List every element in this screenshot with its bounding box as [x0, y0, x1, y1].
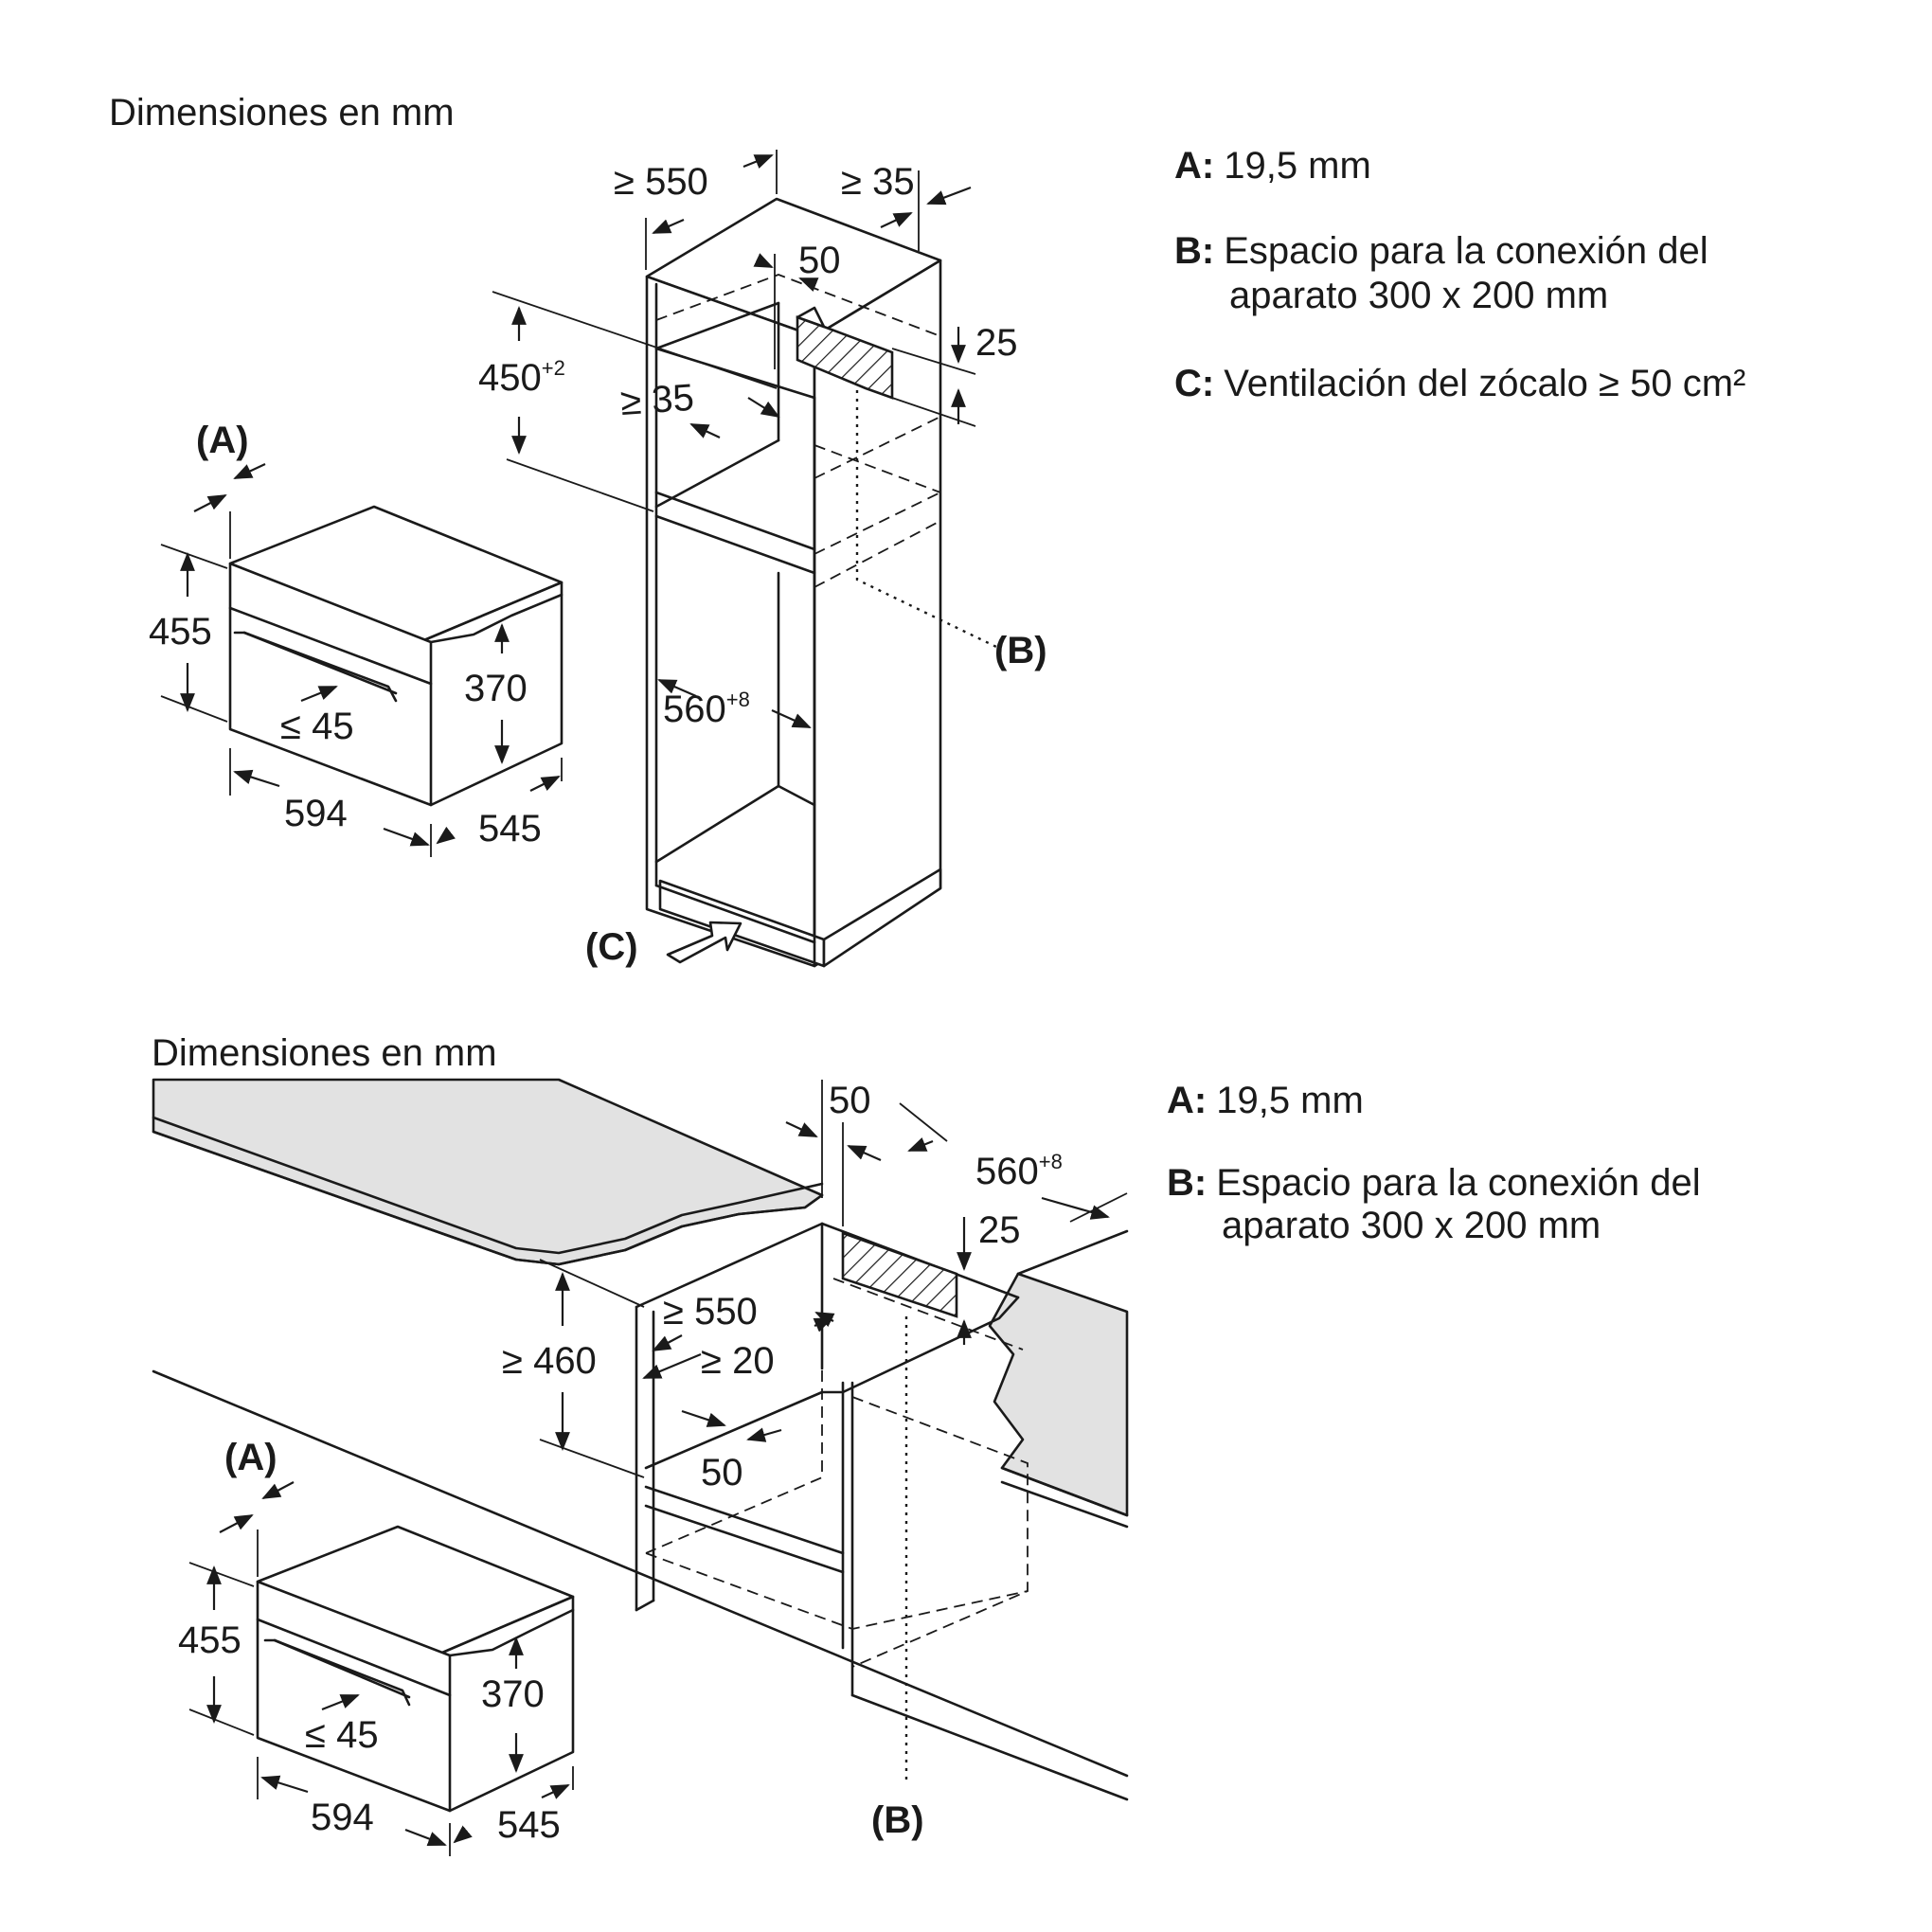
dim-455-top: 455 [149, 611, 212, 653]
dim-50-bottom-low: 50 [701, 1452, 743, 1494]
top-dimension-lines [492, 150, 976, 729]
dim-594-top: 594 [284, 793, 348, 834]
top-section: Dimensiones en mm [109, 92, 1745, 968]
label-c: (C) [585, 926, 638, 968]
dim-370-bottom: 370 [481, 1673, 545, 1715]
dim-545-bottom: 545 [497, 1804, 561, 1846]
legend-top-a: A:19,5 mm [1174, 145, 1371, 187]
legend-bottom-b: B:Espacio para la conexión del [1167, 1162, 1701, 1204]
dim-560: 560+8 [663, 688, 750, 730]
countertop [152, 1078, 1129, 1778]
legend-bottom-b-line2: aparato 300 x 200 mm [1222, 1205, 1601, 1246]
dim-545-top: 545 [478, 808, 542, 850]
label-b-top: (B) [994, 630, 1047, 671]
dim-560-bottom: 560+8 [975, 1150, 1063, 1192]
label-a-bottom: (A) [224, 1437, 277, 1478]
dim-370-top: 370 [464, 668, 528, 709]
dim-min-460: ≥ 460 [502, 1340, 597, 1382]
tall-cabinet [645, 197, 997, 968]
dim-450: 450+2 [478, 356, 565, 399]
ventilation-arrow [666, 921, 742, 964]
under-counter-cabinet [635, 1222, 1129, 1801]
dim-min-20: ≥ 20 [701, 1340, 775, 1382]
dim-max-45-bottom: ≤ 45 [305, 1714, 379, 1756]
oven-top [160, 463, 564, 857]
dim-min-550: ≥ 550 [614, 161, 708, 203]
connection-space-b-bottom [841, 1231, 958, 1318]
legend-bottom-a: A:19,5 mm [1167, 1080, 1364, 1121]
legend-top-b: B:Espacio para la conexión del [1174, 230, 1708, 272]
dim-max-45-top: ≤ 45 [280, 706, 354, 747]
oven-bottom [188, 1481, 575, 1856]
bottom-dimension-lines [539, 1080, 1128, 1478]
legend-bottom: A:19,5 mm B:Espacio para la conexión del… [1167, 1080, 1701, 1246]
dim-25-bottom: 25 [978, 1209, 1021, 1251]
top-title: Dimensiones en mm [109, 92, 455, 134]
legend-top-c: C:Ventilación del zócalo ≥ 50 cm² [1174, 363, 1745, 404]
dim-min-550-bottom: ≥ 550 [663, 1291, 758, 1333]
dim-min-35-top: ≥ 35 [841, 161, 915, 203]
label-a-top: (A) [196, 420, 249, 461]
bottom-section: Dimensiones en mm [152, 1032, 1701, 1856]
legend-top-b-line2: aparato 300 x 200 mm [1229, 275, 1608, 316]
bottom-title: Dimensiones en mm [152, 1032, 497, 1074]
dim-25: 25 [975, 322, 1018, 364]
dim-min-35-mid: ≥ 35 [619, 377, 695, 423]
dim-594-bottom: 594 [311, 1797, 374, 1838]
dim-50: 50 [798, 240, 841, 281]
dim-50-bottom-top: 50 [829, 1080, 871, 1121]
legend-top: A:19,5 mm B:Espacio para la conexión del… [1174, 145, 1745, 404]
dim-455-bottom: 455 [178, 1619, 242, 1661]
label-b-bottom: (B) [871, 1799, 924, 1841]
